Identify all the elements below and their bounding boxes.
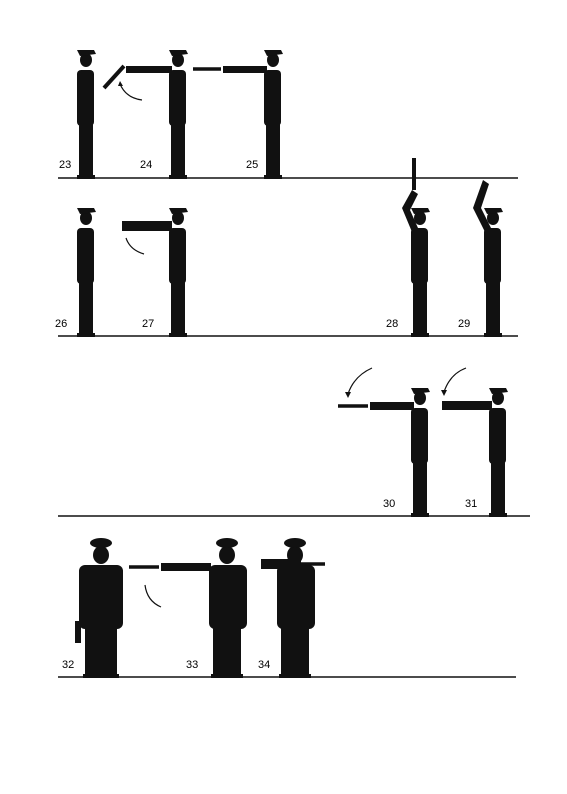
figure-label-25: 25 bbox=[246, 159, 259, 171]
figure-30 bbox=[338, 367, 430, 517]
figure-label-24: 24 bbox=[140, 159, 153, 171]
figure-33 bbox=[129, 538, 247, 678]
figure-label-28: 28 bbox=[386, 318, 399, 330]
figure-label-34: 34 bbox=[258, 659, 271, 671]
figure-label-26: 26 bbox=[55, 318, 68, 330]
figure-28 bbox=[402, 158, 430, 337]
figure-34 bbox=[261, 538, 325, 678]
figure-25 bbox=[193, 50, 283, 179]
figure-label-32: 32 bbox=[62, 659, 75, 671]
figure-label-31: 31 bbox=[465, 498, 478, 510]
figure-26 bbox=[77, 208, 96, 337]
figure-23 bbox=[77, 50, 96, 179]
figure-label-29: 29 bbox=[458, 318, 471, 330]
figure-label-23: 23 bbox=[59, 159, 72, 171]
figure-label-27: 27 bbox=[142, 318, 155, 330]
figure-31 bbox=[441, 367, 508, 517]
figure-label-30: 30 bbox=[383, 498, 396, 510]
figure-32 bbox=[75, 538, 123, 678]
figure-29 bbox=[473, 180, 503, 337]
figure-24 bbox=[102, 50, 188, 179]
figure-27 bbox=[122, 208, 188, 337]
figure-label-33: 33 bbox=[186, 659, 199, 671]
